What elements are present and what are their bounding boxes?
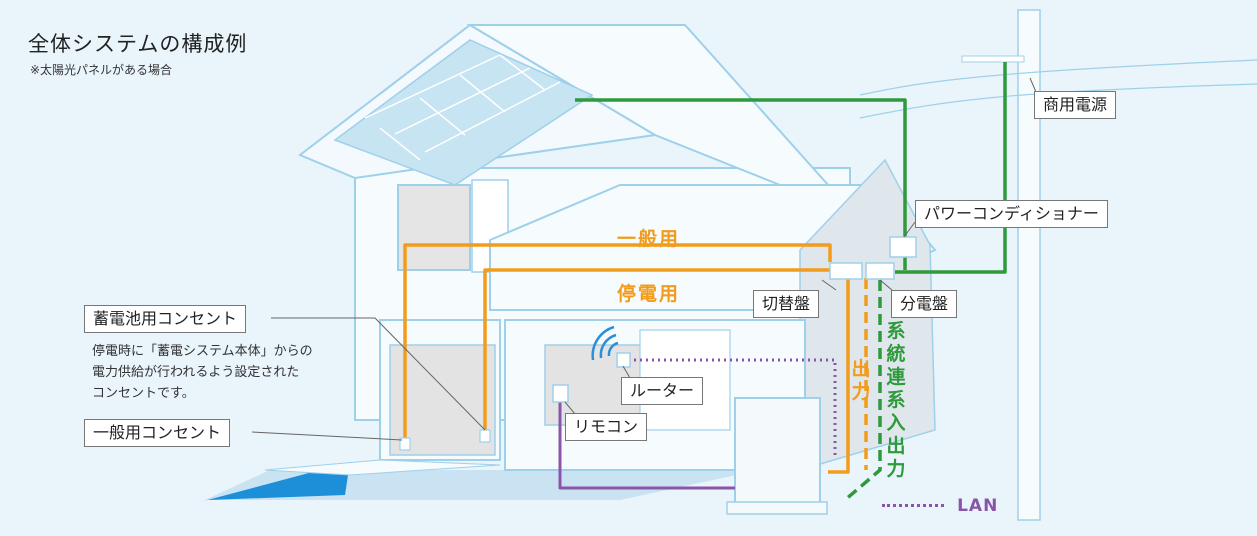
storage-outlet-note: 停電時に「蓄電システム本体」からの 電力供給が行われるよう設定された コンセント…	[92, 344, 313, 401]
wifi-signal-icon	[591, 325, 619, 361]
ground-floor-window	[389, 344, 496, 456]
power-line	[859, 59, 1257, 96]
pole-crossarm	[961, 55, 1025, 63]
outage-wire-label: 停電用	[617, 283, 681, 305]
general-outlet-box	[399, 437, 411, 451]
utility-power-label: 商用電源	[1034, 91, 1117, 119]
grid-io-wire-label: 系統連系入出力	[886, 320, 906, 480]
outage-wire	[483, 268, 830, 435]
power-conditioner-label: パワーコンディショナー	[915, 200, 1108, 228]
diagram-title: 全体システムの構成例	[28, 32, 248, 56]
solar-to-pcs-wire	[575, 98, 907, 270]
upper-window	[397, 184, 471, 271]
general-wire-label: 一般用	[617, 228, 681, 250]
diagram-subtitle: ※太陽光パネルがある場合	[30, 63, 173, 77]
storage-outlet-label: 蓄電池用コンセント	[84, 305, 247, 333]
grid-wire	[895, 62, 1007, 274]
distribution-board-box	[865, 262, 895, 280]
utility-pole	[1017, 9, 1041, 521]
power-line	[859, 83, 1257, 119]
output-wire	[828, 278, 850, 474]
leader-lines	[251, 77, 1037, 441]
solar-panel-grid	[364, 54, 561, 161]
general-wire	[403, 243, 832, 440]
battery-unit	[734, 397, 821, 507]
lan-legend: LAN	[882, 495, 998, 516]
grid-io-wire	[843, 280, 882, 502]
steps	[264, 459, 501, 476]
power-conditioner-box	[889, 236, 917, 258]
lan-legend-label: LAN	[957, 495, 999, 516]
lan-wire	[628, 358, 837, 455]
distribution-board-label: 分電盤	[891, 290, 958, 318]
switchboard-label: 切替盤	[753, 290, 820, 318]
remote-wire	[558, 395, 735, 490]
general-outlet-label: 一般用コンセント	[84, 419, 231, 447]
remote-box	[552, 384, 569, 403]
storage-outlet-box	[479, 429, 491, 443]
router-box	[616, 352, 631, 368]
switchboard-box	[829, 262, 863, 280]
output-wire-label: 出力	[851, 358, 871, 403]
router-label: ルーター	[621, 377, 704, 405]
lan-legend-line	[882, 504, 944, 507]
remote-label: リモコン	[565, 413, 648, 441]
battery-base	[726, 501, 828, 515]
